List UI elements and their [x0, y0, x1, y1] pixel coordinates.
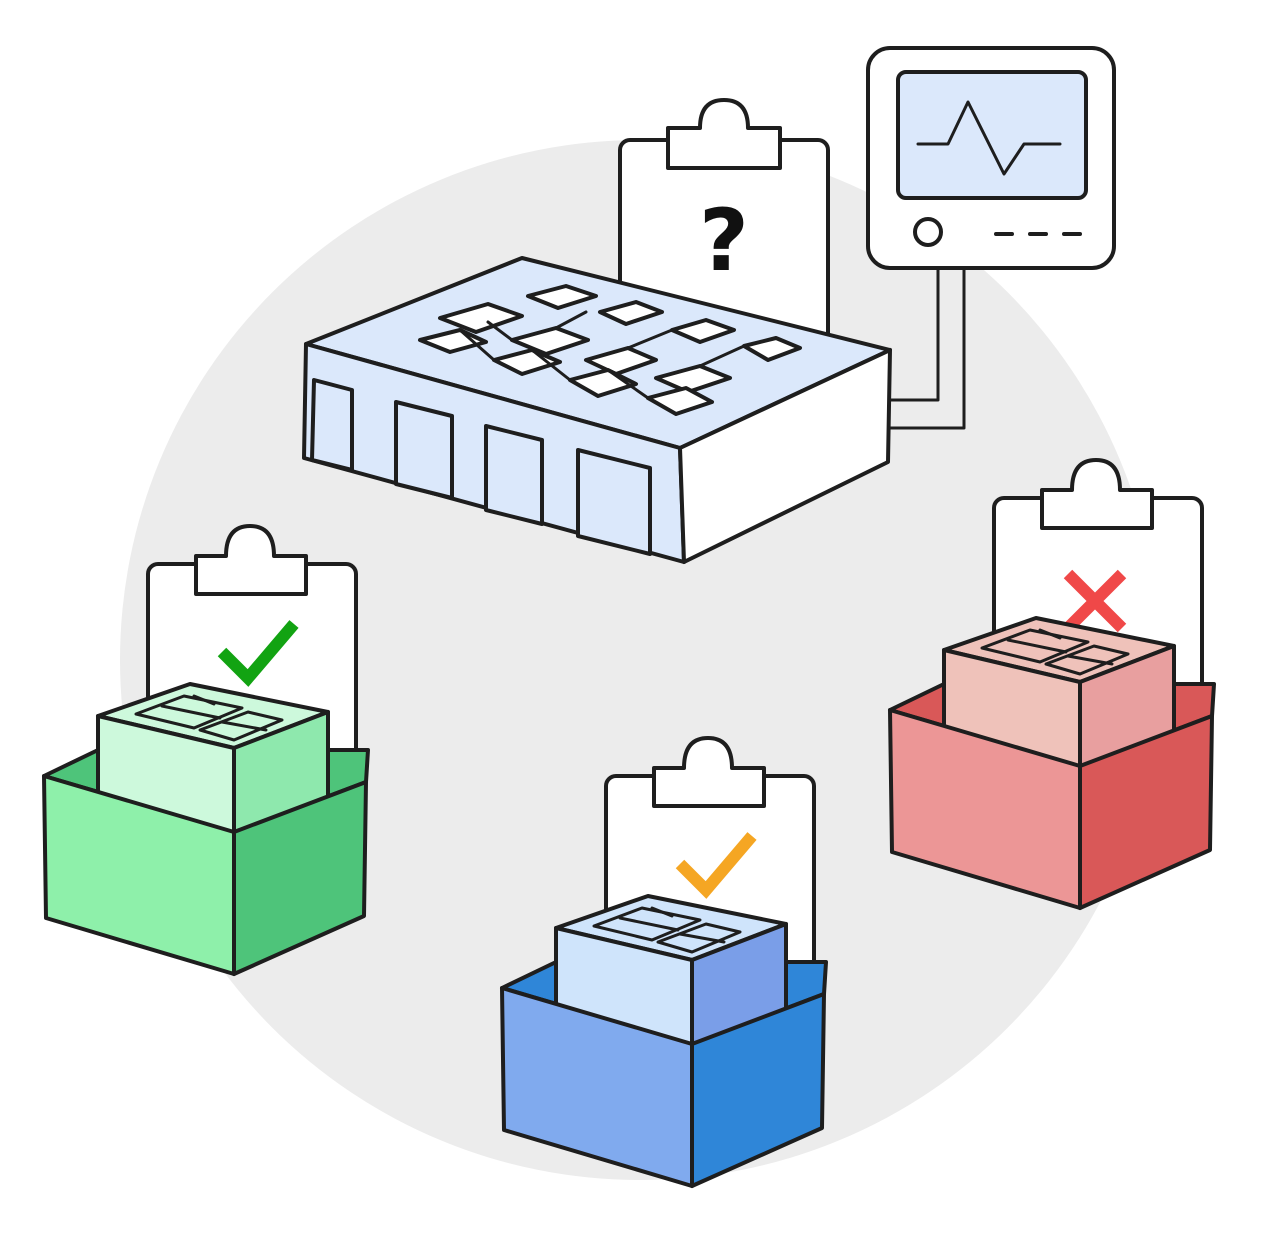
device-slots: [310, 378, 652, 556]
monitor-screen: [896, 70, 1088, 200]
green-outcome-box: [42, 748, 368, 976]
device-chip-pattern: [418, 284, 802, 416]
question-mark: ?: [699, 191, 749, 291]
monitor-cable: [888, 268, 966, 430]
red-outcome-box: [888, 682, 1214, 910]
monitor-knob: [913, 217, 943, 247]
blue-outcome-box: [500, 960, 826, 1188]
red-outcome-chip: [942, 616, 1176, 770]
green-outcome: [42, 524, 370, 976]
cross-mark-icon: [1063, 569, 1127, 633]
evaluation-device: [302, 256, 892, 564]
evaluator-group: ?: [302, 46, 1116, 564]
pulse-waveform-icon: [916, 100, 1062, 176]
check-mark-icon: [675, 832, 757, 899]
blue-outcome: [500, 736, 828, 1188]
signal-monitor: [866, 46, 1116, 270]
outcomes-layer: [42, 458, 1216, 1188]
red-outcome: [888, 458, 1216, 910]
check-mark-icon: [217, 620, 299, 687]
